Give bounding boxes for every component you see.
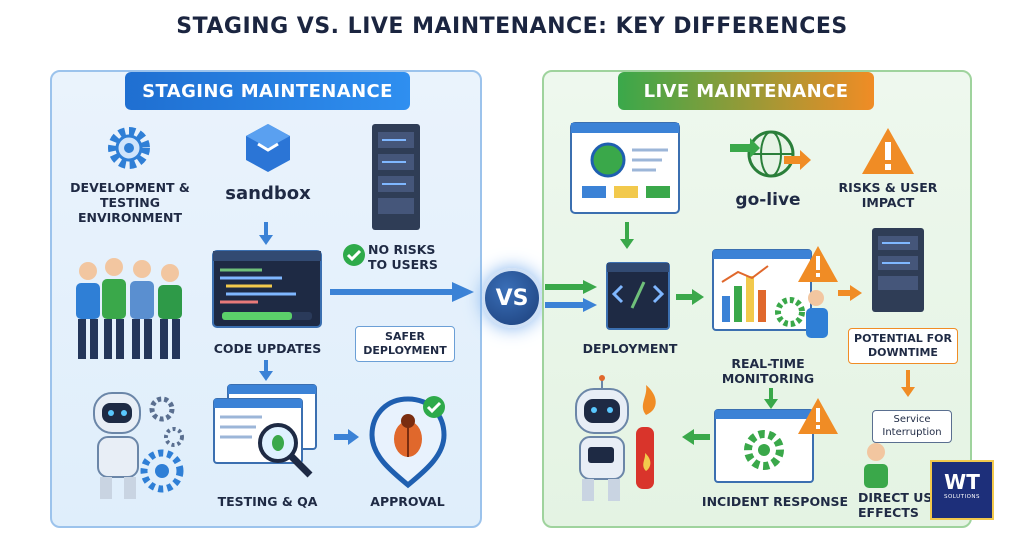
bug-badge-icon [369,396,447,489]
robot-fire-icon [575,375,656,501]
risks-label: RISKS & USER IMPACT [838,180,938,210]
team-people-icon [76,258,182,359]
right-arrow-icon [334,429,359,445]
website-browser-icon [570,122,680,214]
right-arrow-icon [838,285,862,301]
down-arrow-icon [620,222,634,249]
testing-windows-icon [213,384,317,478]
go-live-label: go-live [735,190,801,210]
gear-icon [108,127,150,169]
service-interruption-sign: Service Interruption [872,410,952,443]
code-editor-icon [212,250,322,328]
check-circle-icon [343,244,365,266]
robot-icon [93,392,184,499]
approval-label: APPROVAL [370,494,445,509]
down-arrow-icon [259,360,273,381]
page-title: STAGING VS. LIVE MAINTENANCE: KEY DIFFER… [176,14,848,39]
down-arrow-icon [259,222,273,245]
direct-effects-label: DIRECT US EFFECTS [858,490,933,520]
company-logo: WT SOLUTIONS [930,460,994,520]
deployment-screen-icon [606,262,670,330]
right-arrow-icon [676,289,704,305]
incident-window-icon [714,398,838,483]
double-arrow-icon [545,280,597,312]
testing-label: TESTING & QA [217,494,318,509]
down-arrow-icon [764,388,778,409]
deployment-label: DEPLOYMENT [582,341,678,356]
monitoring-label: REAL-TIME MONITORING [721,356,815,386]
person-icon [864,443,888,488]
downtime-box: POTENTIAL FOR DOWNTIME [848,328,958,364]
globe-arrows-icon [730,130,811,178]
warning-triangle-icon [862,128,914,174]
left-arrow-icon [682,429,710,445]
safer-deployment-box: SAFER DEPLOYMENT [355,326,455,362]
down-arrow-icon [901,370,915,397]
dev-env-label: DEVELOPMENT & TESTING ENVIRONMENT [70,180,190,225]
vs-badge: VS [482,268,542,328]
right-arrow-icon [330,282,474,302]
logo-main: WT [944,470,980,494]
sandbox-label: sandbox [225,183,311,204]
code-updates-label: CODE UPDATES [213,341,322,356]
server-icon [372,124,420,230]
live-banner: LIVE MAINTENANCE [618,72,874,110]
server-icon [872,228,924,312]
no-risks-label: NO RISKS TO USERS [368,242,438,272]
sandbox-cube-icon [246,124,290,172]
staging-banner: STAGING MAINTENANCE [125,72,410,110]
monitoring-dashboard-icon [712,246,838,338]
incident-label: INCIDENT RESPONSE [701,494,849,509]
logo-sub: SOLUTIONS [943,494,981,500]
